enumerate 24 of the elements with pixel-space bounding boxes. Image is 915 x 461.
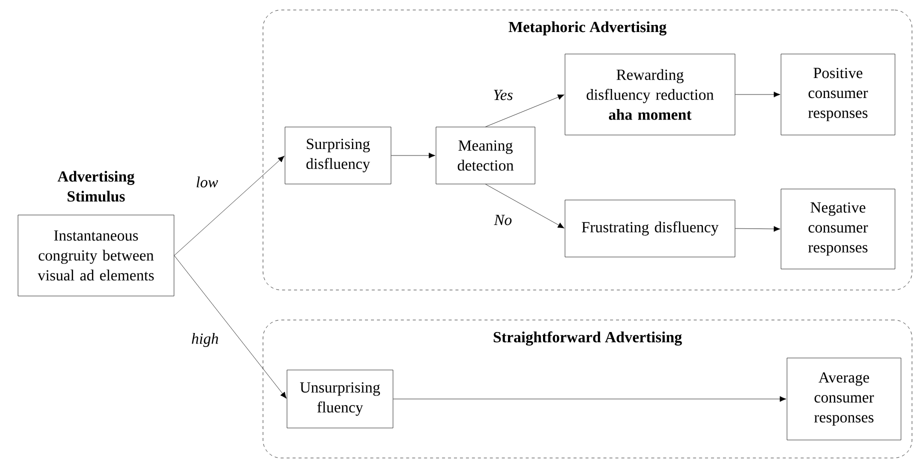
- process-box: Frustrating disfluency: [564, 200, 736, 258]
- arrow: [485, 94, 564, 127]
- group-title: Straightforward Advertising: [494, 331, 682, 346]
- edge-label: No: [493, 214, 514, 226]
- edge-label: Yes: [492, 88, 514, 102]
- edge-label: high: [190, 332, 220, 348]
- arrow: [485, 184, 564, 228]
- process-box: Instantaneous congruity between visual ad elements: [18, 214, 174, 296]
- process-box: Surprising disfluency: [284, 126, 392, 184]
- process-box: Unsurprising fluency: [286, 370, 394, 428]
- arrow: [391, 152, 436, 158]
- arrow: [735, 226, 780, 232]
- process-box: Positive consumer responses: [780, 54, 896, 136]
- arrow: [735, 92, 780, 98]
- group-title: Metaphoric Advertising: [508, 21, 666, 36]
- arrow: [174, 255, 287, 399]
- process-box: Average consumer responses: [786, 358, 902, 440]
- arrow: [174, 156, 284, 256]
- heading: Advertising Stimulus: [58, 170, 134, 202]
- process-box: Meaning detection: [436, 126, 536, 184]
- process-box: Rewarding disfluency reduction aha moment: [564, 54, 736, 136]
- arrow: [393, 396, 786, 402]
- process-box: Negative consumer responses: [780, 188, 896, 270]
- edge-label: low: [194, 176, 220, 188]
